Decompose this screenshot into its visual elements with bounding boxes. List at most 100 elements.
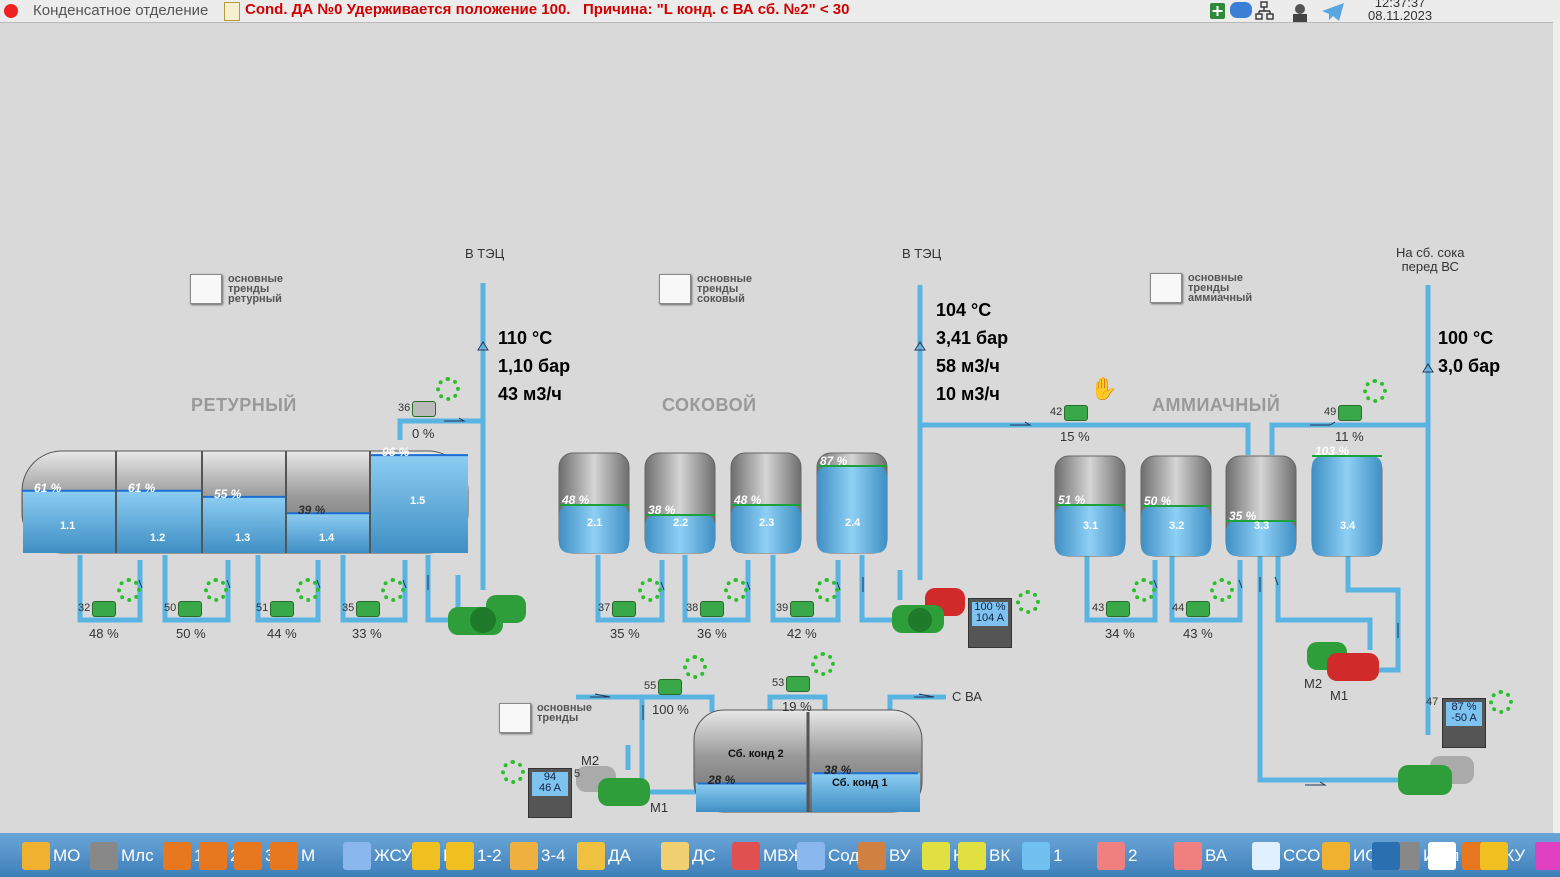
refresh-icon[interactable] <box>501 760 525 784</box>
retur-temperature: 110 °C <box>498 328 553 348</box>
retur-tank-1.1-name: 1.1 <box>60 520 76 532</box>
refresh-icon[interactable] <box>296 578 320 602</box>
valve-32[interactable] <box>92 601 116 617</box>
motor-cond-m1-label: M1 <box>650 800 669 815</box>
amm-tanks-3.1-name: 3.1 <box>1083 520 1099 532</box>
valve-38[interactable] <box>700 601 724 617</box>
pump-sok-meter[interactable]: 100 %104 A <box>968 598 1012 648</box>
valve-39[interactable] <box>790 601 814 617</box>
valve-36[interactable] <box>412 401 436 417</box>
taskbar-item-20[interactable]: ССО <box>1252 842 1320 870</box>
retur-tank-1.2-name: 1.2 <box>150 532 166 544</box>
valve-53[interactable] <box>786 676 810 692</box>
cond-tank-1-level: 28 % <box>708 773 736 788</box>
settings-icon[interactable] <box>1372 842 1400 870</box>
taskbar-item-6[interactable]: ЖСУ <box>343 842 412 870</box>
refresh-icon[interactable] <box>724 578 748 602</box>
cond-tank-2-liquid <box>812 773 920 812</box>
valve-37[interactable] <box>612 601 636 617</box>
taskbar-item-1[interactable]: Млс <box>90 842 154 870</box>
taskbar-item-10[interactable]: ДА <box>577 842 631 870</box>
taskbar-item-11[interactable]: ДС <box>661 842 716 870</box>
refresh-icon[interactable] <box>204 578 228 602</box>
taskbar-item-label: 1-2 <box>477 846 502 865</box>
taskbar-item-5[interactable]: М <box>270 842 315 870</box>
trend-label: основные тренды соковый <box>697 273 752 305</box>
refresh-icon[interactable] <box>811 652 835 676</box>
valve-39-id: 39 <box>776 602 789 614</box>
dest-tec-1: В ТЭЦ <box>465 246 505 261</box>
valve-50[interactable] <box>178 601 202 617</box>
valve-53-position: 19 % <box>782 699 812 714</box>
refresh-icon[interactable] <box>638 578 662 602</box>
taskbar-item-14[interactable]: ВУ <box>858 842 911 870</box>
valve-43-id: 43 <box>1092 602 1105 614</box>
refresh-icon[interactable] <box>1363 379 1387 403</box>
flow-arrows <box>138 341 1434 786</box>
taskbar-item-0[interactable]: МО <box>22 842 80 870</box>
refresh-icon[interactable] <box>683 655 707 679</box>
refresh-icon[interactable] <box>1016 590 1040 614</box>
scrollbar[interactable] <box>1553 22 1560 833</box>
taskbar-item-8[interactable]: 1-2 <box>446 842 502 870</box>
taskbar-item-label: 3-4 <box>541 846 566 865</box>
taskbar-app-icon <box>163 842 191 870</box>
taskbar-app-icon <box>858 842 886 870</box>
refresh-icon[interactable] <box>436 377 460 401</box>
valve-53-id: 53 <box>772 677 785 689</box>
sok-tanks-2.2-level: 38 % <box>648 503 676 517</box>
refresh-icon[interactable] <box>117 578 141 602</box>
amm-tanks-3.2-liquid <box>1141 506 1211 556</box>
taskbar-item-2[interactable]: 1 <box>163 842 203 870</box>
valve-49[interactable] <box>1338 405 1362 421</box>
taskbar-item-label: ДС <box>692 846 716 865</box>
refresh-icon[interactable] <box>1210 578 1234 602</box>
valve-43[interactable] <box>1106 601 1130 617</box>
trend-chart-icon <box>190 274 222 304</box>
valve-55[interactable] <box>658 679 682 695</box>
cond-tank <box>693 709 923 813</box>
valve-42-position: 15 % <box>1060 429 1090 444</box>
pumps <box>448 588 1474 806</box>
system-icons <box>1210 1 1344 22</box>
refresh-icon[interactable] <box>815 578 839 602</box>
amm-tanks <box>1054 455 1383 557</box>
taskbar-app-icon <box>577 842 605 870</box>
sok-tanks-2.3-liquid <box>731 505 801 553</box>
taskbar-app-icon <box>510 842 538 870</box>
trend-icon[interactable] <box>1428 842 1456 870</box>
valve-44-id: 44 <box>1172 602 1185 614</box>
valve-42[interactable] <box>1064 405 1088 421</box>
taskbar-item-9[interactable]: 3-4 <box>510 842 566 870</box>
pump-amm-meter[interactable]: 87 %-50 A <box>1442 698 1486 748</box>
power-icon[interactable] <box>1535 842 1560 870</box>
taskbar-item-12[interactable]: МВЖ <box>732 842 804 870</box>
taskbar-app-icon <box>1322 842 1350 870</box>
amm-tanks-3.4-liquid <box>1312 456 1382 556</box>
alarm-log-icon[interactable] <box>224 2 240 21</box>
valve-39-position: 42 % <box>787 626 817 641</box>
pump-amm-bottom <box>1398 756 1474 795</box>
engineer-icon[interactable] <box>1480 842 1508 870</box>
taskbar-item-16[interactable]: ВК <box>958 842 1010 870</box>
valve-35[interactable] <box>356 601 380 617</box>
taskbar-item-18[interactable]: 2 <box>1097 842 1137 870</box>
taskbar-item-13[interactable]: Сод <box>797 842 859 870</box>
sok-tanks-2.3-name: 2.3 <box>759 517 775 529</box>
taskbar-item-19[interactable]: ВА <box>1174 842 1227 870</box>
retur-tank-1.5-level: 96 % <box>382 445 410 460</box>
taskbar-item-label: ВУ <box>889 846 911 865</box>
refresh-icon[interactable] <box>381 578 405 602</box>
refresh-icon[interactable] <box>1489 690 1513 714</box>
amm-tanks-3.3-liquid <box>1226 521 1296 556</box>
taskbar-item-17[interactable]: 1 <box>1022 842 1062 870</box>
valve-44[interactable] <box>1186 601 1210 617</box>
sok-pressure: 3,41 бар <box>936 328 1009 348</box>
valve-37-id: 37 <box>598 602 611 614</box>
valve-51[interactable] <box>270 601 294 617</box>
taskbar-item-4[interactable]: 3 <box>234 842 274 870</box>
refresh-icon[interactable] <box>1132 578 1156 602</box>
alarm-message[interactable]: Cond. ДА №0 Удерживается положение 100. … <box>245 1 850 18</box>
